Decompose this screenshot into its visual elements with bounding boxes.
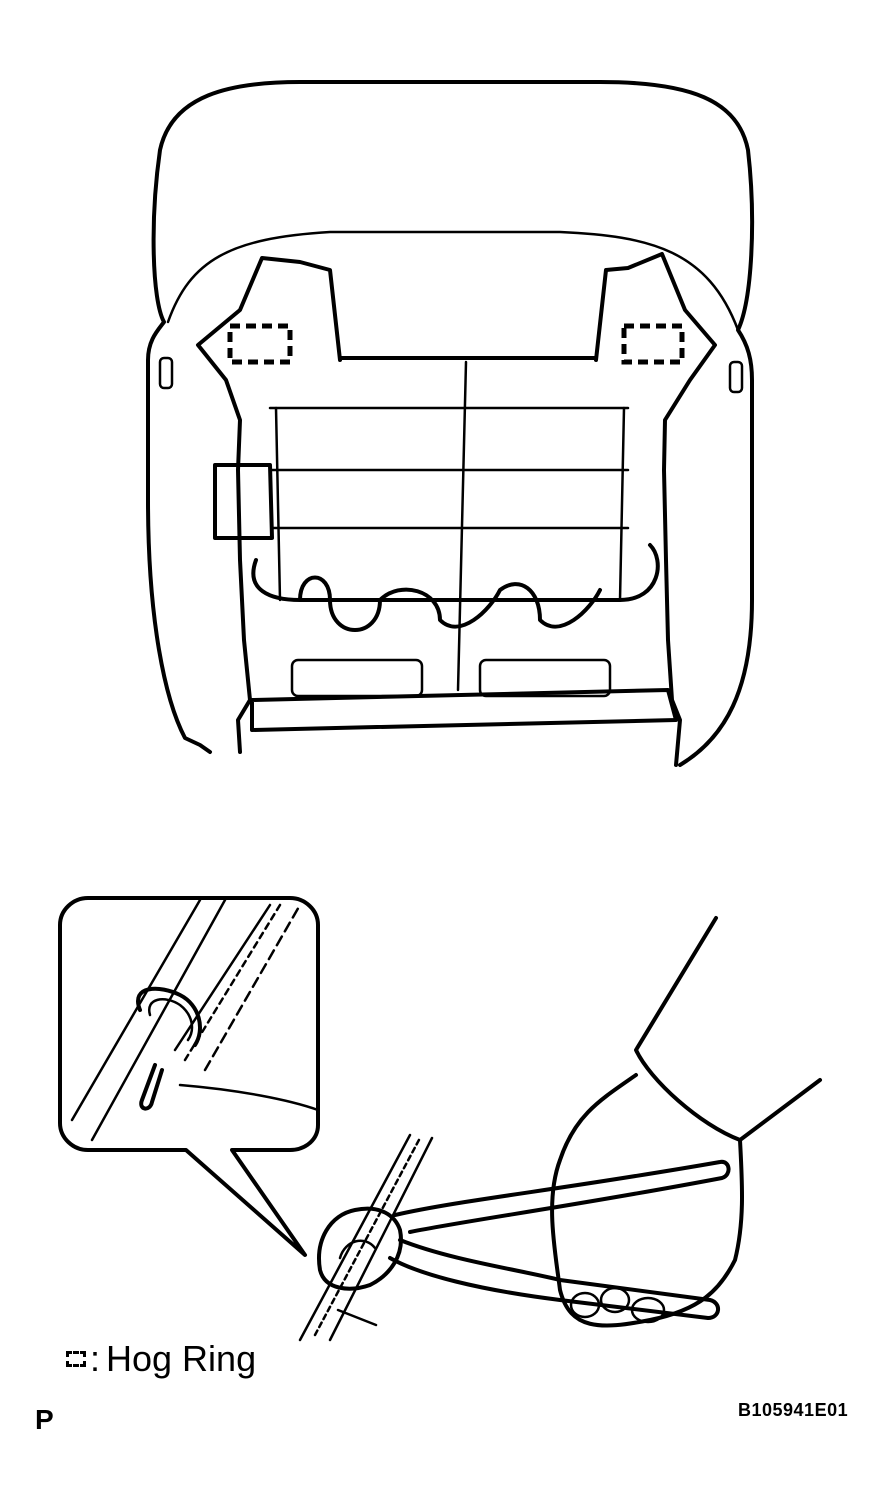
inset-frame [58,896,320,1257]
lower-spring [251,543,660,632]
bottom-pads [290,658,612,698]
legend: : Hog Ring [66,1338,256,1380]
pliers-upper-handle [393,1159,731,1234]
hog-ring-marker-right [621,323,685,365]
hand-back [550,1073,745,1328]
seatback-illustration [146,80,755,767]
pliers-lower-handle [388,1238,720,1320]
cover-strip-stitch [313,1136,422,1337]
page-code: P [35,1404,54,1435]
legend-label: Hog Ring [106,1338,257,1379]
inset-hog-ring-inner [147,998,194,1042]
inset-cover-edge [70,898,202,1122]
frame-left-side [196,256,342,754]
legend-separator: : [90,1338,101,1379]
inset-stitch-2 [183,903,282,1062]
pliers-jaw-inner [338,1239,377,1260]
inset-stitch [203,903,302,1072]
cover-strip-right [328,1136,434,1342]
inset-wire-loop [139,1063,164,1111]
figure-id: B105941E01 [738,1400,849,1420]
left-buckle [213,463,274,540]
seatback-top-seam [166,230,740,332]
detail-inset [58,896,320,1257]
inset-seam [173,903,272,1052]
hog-ring-marker-left [227,323,293,365]
hand-with-pliers [298,916,822,1342]
cover-strip-left [298,1133,412,1342]
arm-sleeve [634,916,822,1142]
bottom-crossbar [250,688,678,732]
seatback-outline [146,80,755,767]
frame-right-side [594,252,717,767]
cover-edge-line [336,1308,378,1327]
wire-rungs [268,360,630,692]
hog-ring-symbol-icon [66,1351,86,1367]
pliers-jaw [317,1206,403,1291]
left-slot [158,356,174,390]
right-slot [728,360,744,394]
inset-cover-edge-2 [90,898,227,1142]
inset-hog-ring [136,986,202,1047]
inset-material-edge [178,1083,320,1112]
